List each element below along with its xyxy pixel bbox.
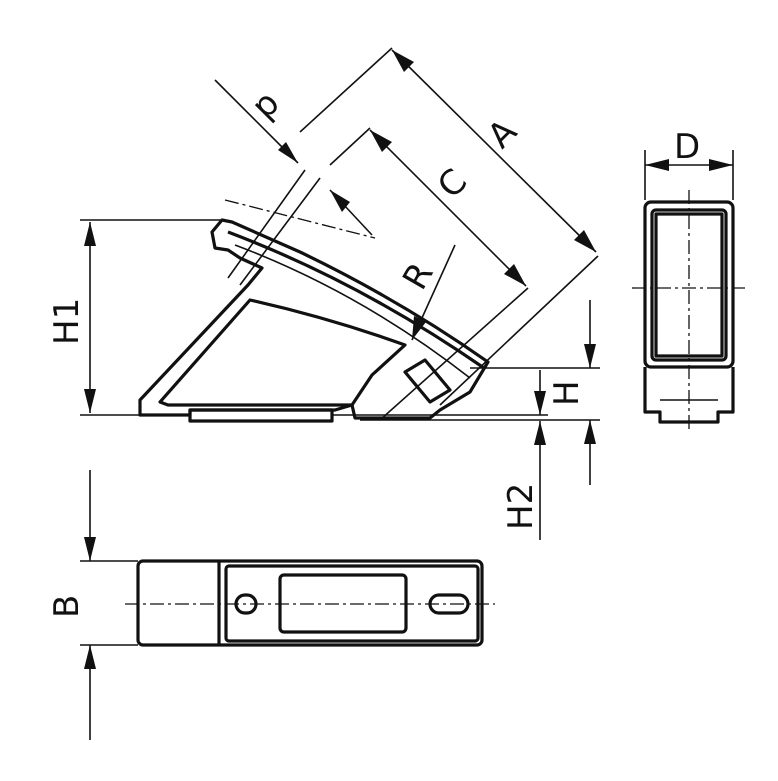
label-C: C [430,161,475,206]
dimension-D: D [644,127,734,200]
end-view [632,190,745,430]
dimension-R: R [395,244,456,341]
ref-line-4 [439,255,599,406]
dimension-H: H [360,300,600,485]
label-H: H [547,380,587,406]
dimension-d: d [214,79,373,236]
dimension-C: C [329,127,527,287]
pin-detail [403,358,452,404]
dimension-H1: H1 [47,219,222,416]
dimension-H2: H2 [332,370,548,540]
center-axis [224,199,376,239]
ref-line-1 [227,169,306,279]
dimension-B: B [47,470,138,740]
label-B: B [47,595,87,618]
label-d: d [246,86,290,130]
part-inner-cavity [158,298,407,407]
ref-line-3 [379,287,529,421]
ref-line-2 [239,177,321,286]
side-view [138,169,599,423]
base-plate [188,408,334,423]
part-arc [227,230,485,370]
label-H1: H1 [47,298,87,345]
label-H2: H2 [501,483,541,530]
dimension-A: A [299,47,597,253]
label-A: A [480,112,525,157]
part-outline [138,218,490,420]
label-D: D [674,127,700,167]
part-arc-inner [234,244,471,379]
bottom-view [125,559,495,647]
